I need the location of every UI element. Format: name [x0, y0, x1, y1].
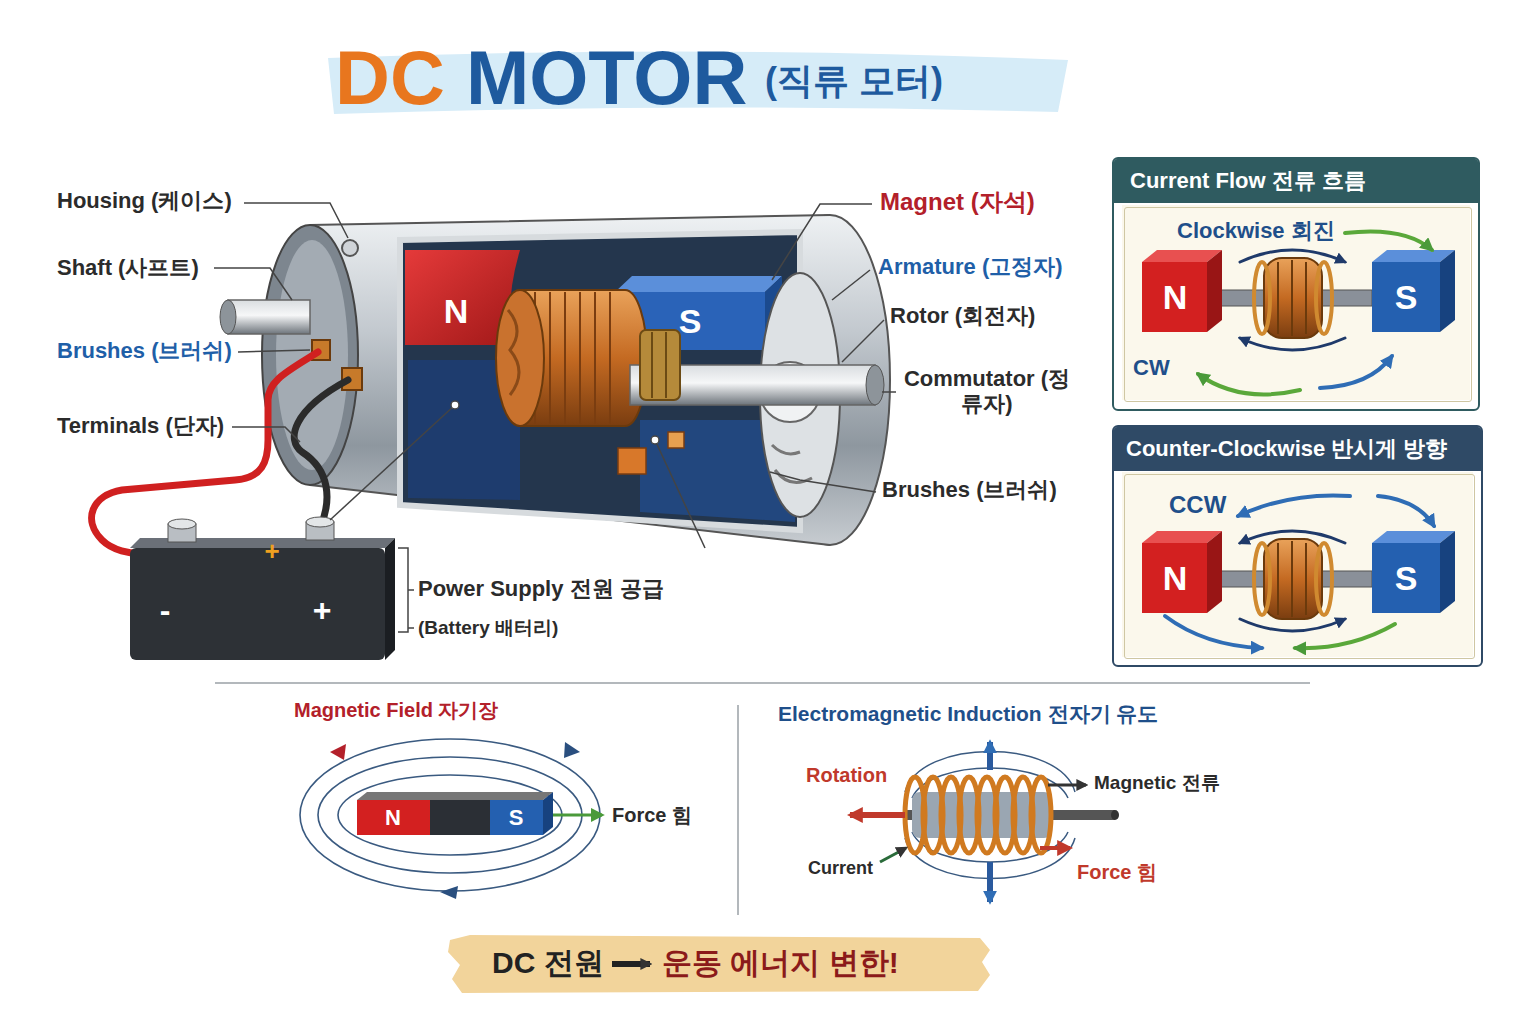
part-label: Brushes (브러쉬) — [57, 338, 232, 363]
part-label: Shaft (사프트) — [57, 255, 199, 280]
battery — [130, 517, 395, 660]
part-label: (직류 모터) — [765, 60, 943, 101]
part-label: Magnetic 전류 — [1094, 772, 1220, 794]
ccw-illustration — [1142, 495, 1455, 648]
summary-banner: DC 전원 운동 에너지 변한! — [452, 937, 985, 991]
part-label: (Battery 배터리) — [418, 617, 558, 639]
part-label: Electromagnetic Induction 전자기 유도 — [778, 702, 1158, 726]
panel-heading: Current Flow 전류 흐름 — [1114, 159, 1478, 203]
part-label: Brushes (브러쉬) — [882, 477, 1057, 502]
panel-inner-box: Clockwise 회진 — [1124, 207, 1472, 402]
part-label: Commutator (정류자) — [902, 366, 1072, 417]
panel-heading: Counter-Clockwise 반시게 방향 — [1114, 427, 1481, 471]
part-label: CW — [1133, 355, 1170, 380]
part-label: Armature (고정자) — [878, 254, 1063, 279]
direction-title: CCW — [1169, 491, 1226, 519]
leader-lines — [214, 203, 896, 632]
flow-panel: Current Flow 전류 흐름 Clockwise 회진 — [1112, 157, 1480, 411]
diagram-title: DC MOTOR — [335, 34, 747, 121]
magnet-pole: + — [313, 592, 332, 629]
divider — [215, 682, 1310, 684]
magnet-pole: S — [679, 302, 702, 341]
part-label: Current — [808, 858, 873, 879]
panel-inner-box: CCW — [1124, 474, 1475, 659]
magnet-pole: + — [264, 537, 279, 567]
magnet-pole: S — [1395, 559, 1418, 598]
magnet-pole: S — [509, 805, 524, 830]
wires — [92, 352, 348, 553]
banner-paper — [448, 935, 990, 993]
part-label: Rotation — [806, 764, 887, 787]
magnet-pole: S — [1395, 278, 1418, 317]
magnet-pole: N — [1163, 559, 1188, 598]
part-label: Force 힘 — [612, 804, 692, 827]
part-label: Magnetic Field 자기장 — [294, 699, 498, 722]
part-label: Housing (케이스) — [57, 188, 232, 213]
part-label: Power Supply 전원 공급 — [418, 576, 664, 601]
part-label: Terminals (단자) — [57, 413, 224, 438]
banner-text: 운동 에너지 변한! — [662, 946, 899, 981]
motor-body — [220, 215, 890, 545]
coil-figure — [850, 742, 1119, 902]
magnet-pole: N — [444, 292, 469, 331]
magnet-pole: - — [160, 592, 171, 629]
part-label: Force 힘 — [1077, 861, 1157, 884]
cw-illustration — [1142, 231, 1455, 394]
magnet-pole: N — [385, 805, 401, 830]
bar-magnet-field — [300, 739, 602, 899]
part-label: Magnet (자석) — [880, 188, 1035, 216]
part-label: Rotor (회전자) — [890, 303, 1035, 328]
banner-text: DC 전원 — [492, 946, 604, 981]
direction-title: Clockwise 회진 — [1177, 218, 1335, 243]
flow-panel: Counter-Clockwise 반시게 방향 CCW — [1112, 425, 1483, 667]
divider — [737, 705, 739, 915]
magnet-pole: N — [1163, 278, 1188, 317]
